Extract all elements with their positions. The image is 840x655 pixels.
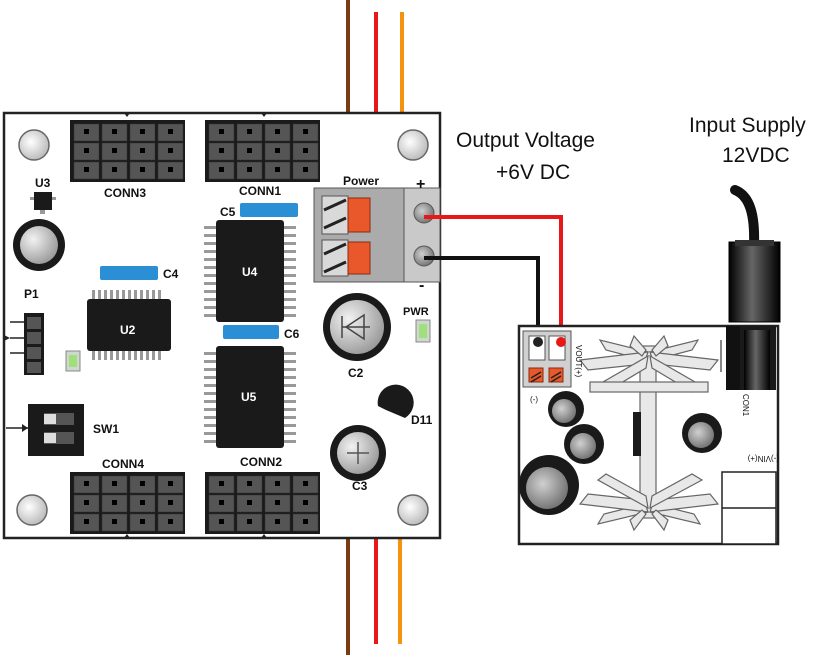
u5-chip — [204, 346, 296, 448]
reg-capacitor-4 — [682, 413, 722, 453]
input-supply-title: Input Supply — [689, 114, 806, 137]
conn2-header — [205, 472, 320, 534]
c2-label: C2 — [348, 366, 364, 380]
c5-capacitor — [240, 203, 298, 217]
c3-capacitor — [330, 425, 386, 481]
reg-capacitor-2 — [564, 424, 604, 464]
vin-label: (-)VIN(+) — [747, 454, 779, 463]
c4-label: C4 — [163, 267, 179, 281]
dc-barrel-jack — [726, 326, 776, 390]
conn2-label: CONN2 — [240, 455, 282, 469]
status-led — [69, 355, 77, 367]
output-voltage-value: +6V DC — [496, 161, 570, 184]
c5-label: C5 — [220, 205, 236, 219]
p1-header — [4, 313, 44, 375]
c4-capacitor — [100, 266, 158, 280]
c6-label: C6 — [284, 327, 300, 341]
servo-controller-board: CONN3 CONN1 CONN4 CONN2 U3 P1 — [2, 111, 442, 540]
con1-label: CON1 — [741, 394, 750, 417]
regulator-chip — [633, 412, 641, 456]
u4-label: U4 — [242, 265, 258, 279]
conn4-label: CONN4 — [102, 457, 144, 471]
vin-terminal — [721, 471, 777, 545]
voltage-regulator-board: VOUT(+) (-) CON1 — [517, 324, 780, 546]
reg-capacitor-1 — [548, 391, 584, 427]
u3-component — [30, 192, 56, 214]
u3-label: U3 — [35, 176, 51, 190]
conn3-label: CONN3 — [104, 186, 146, 200]
d11-component — [377, 384, 414, 418]
u2-label: U2 — [120, 323, 136, 337]
conn3-header — [70, 120, 185, 182]
input-power-plug — [728, 185, 781, 323]
d11-label: D11 — [411, 413, 433, 427]
vout-plus-label: VOUT(+) — [574, 345, 583, 378]
c2-capacitor — [323, 293, 391, 361]
u4-chip — [204, 220, 296, 322]
pwr-label: PWR — [403, 306, 429, 318]
power-terminal-block — [313, 187, 441, 283]
input-supply-value: 12VDC — [722, 144, 790, 167]
mounting-hole — [397, 129, 429, 161]
terminal-minus-label: - — [419, 277, 424, 294]
conn4-header — [70, 472, 185, 534]
sw1-label: SW1 — [93, 422, 119, 436]
mounting-hole — [16, 494, 48, 526]
reg-capacitor-3 — [519, 455, 579, 515]
conn1-label: CONN1 — [239, 184, 281, 198]
c3-label: C3 — [352, 479, 368, 493]
sw1-dip-switch — [6, 404, 84, 456]
mounting-hole — [18, 129, 50, 161]
output-voltage-title: Output Voltage — [456, 129, 595, 152]
u5-label: U5 — [241, 390, 257, 404]
output-power-wires — [424, 215, 563, 340]
pwr-led — [419, 324, 427, 338]
c6-capacitor — [223, 325, 279, 339]
mounting-hole — [397, 494, 429, 526]
p1-label: P1 — [24, 287, 39, 301]
power-label: Power — [343, 174, 379, 188]
u2-chip — [87, 290, 171, 360]
buzzer-component — [13, 219, 65, 271]
conn1-header — [205, 120, 320, 182]
terminal-plus-label: + — [416, 176, 425, 193]
heatsink — [578, 334, 720, 532]
vout-minus-label: (-) — [530, 395, 538, 404]
